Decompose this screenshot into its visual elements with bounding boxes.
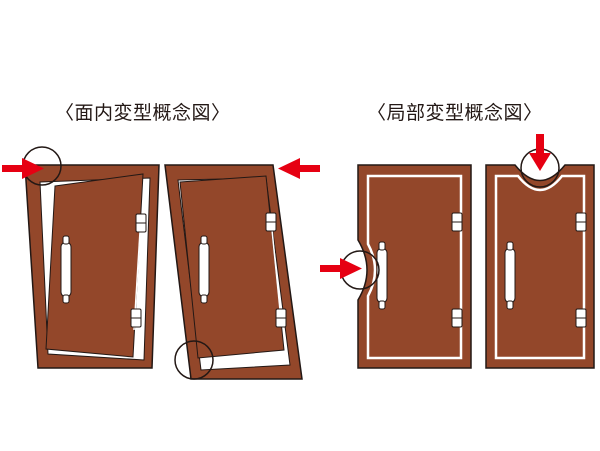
hinge-icon — [451, 308, 463, 328]
door-local-2 — [485, 134, 595, 369]
door-in-plane-1 — [2, 146, 160, 369]
red-arrow-icon — [278, 158, 320, 179]
door-handle-icon — [504, 241, 516, 310]
door-in-plane-2 — [164, 158, 320, 380]
door-handle-icon — [60, 235, 72, 304]
deformation-circle-icon — [174, 340, 214, 380]
hinge-icon — [265, 212, 277, 232]
title-local-deformation: 〈局部変型概念図〉 — [367, 102, 543, 124]
hinge-icon — [130, 308, 142, 328]
door-inner-line — [366, 174, 463, 360]
door-handle-icon — [198, 235, 210, 304]
title-in-plane-deformation: 〈面内変型概念図〉 — [55, 102, 231, 124]
door-local-1 — [320, 164, 472, 369]
red-arrow-icon — [320, 258, 362, 279]
red-arrow-icon — [2, 158, 44, 179]
door-inner-line — [494, 174, 586, 360]
door-body — [485, 164, 595, 369]
door-leaf — [179, 175, 285, 359]
door-leaf — [45, 173, 144, 358]
red-arrow-icon — [529, 134, 551, 171]
hinge-icon — [575, 308, 587, 328]
hinge-icon — [135, 213, 147, 233]
hinge-icon — [275, 308, 287, 328]
hinge-icon — [451, 212, 463, 232]
hinge-icon — [575, 212, 587, 232]
hinge-line — [270, 219, 282, 321]
door-body — [357, 164, 472, 369]
